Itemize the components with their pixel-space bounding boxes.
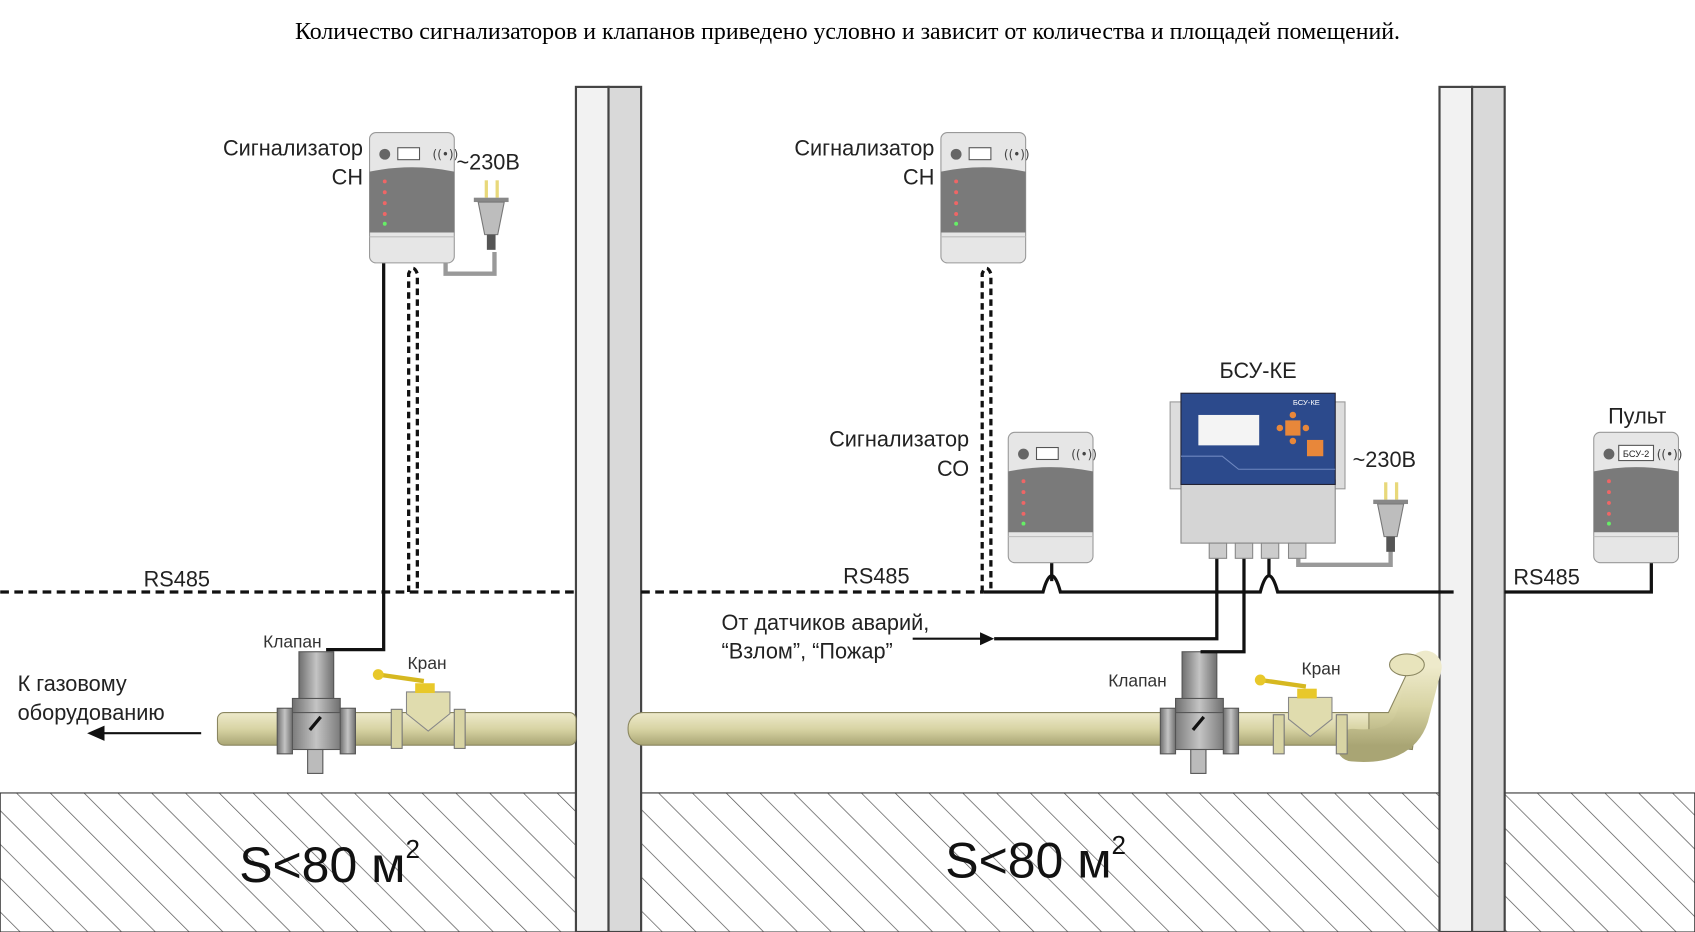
label-valve-left: Клапан <box>263 631 322 651</box>
label-alarm-2: “Взлом”, “Пожар” <box>721 638 892 663</box>
label-ch-right-2: СН <box>903 165 934 190</box>
bsu-ke-controller: БСУ-КЕ <box>1169 392 1346 559</box>
label-power-right: ~230В <box>1353 447 1416 472</box>
arrow-icon <box>980 632 995 646</box>
pipe-elbow <box>1336 650 1442 762</box>
room-area-left: S<80 м2 <box>239 834 420 893</box>
floor-room-left <box>0 792 577 932</box>
label-rs485-middle: RS485 <box>843 563 909 588</box>
diagram-title: Количество сигнализаторов и клапанов при… <box>295 19 1400 45</box>
gas-detector-co <box>1007 431 1098 564</box>
ball-valve-tap-left <box>372 669 466 749</box>
label-bsu: БСУ-КЕ <box>1220 358 1297 383</box>
label-tap-left: Кран <box>408 653 447 673</box>
wire-ch1-bus <box>407 266 419 593</box>
wire-alarm-input <box>994 548 1219 641</box>
label-ch-right-1: Сигнализатор <box>794 135 934 160</box>
wall-left <box>574 85 643 932</box>
power-plug-right <box>1372 481 1409 553</box>
gas-detector-ch-right <box>940 131 1031 264</box>
label-power-left: ~230В <box>456 149 519 174</box>
rs485-bus-right <box>1504 562 1653 594</box>
wall-right <box>1438 85 1506 932</box>
room-area-right: S<80 м2 <box>945 830 1126 889</box>
power-cable-right <box>1296 548 1393 568</box>
gas-detector-ch-left <box>369 131 459 264</box>
label-pult: Пульт <box>1608 404 1666 429</box>
wiring <box>0 260 1653 654</box>
label-alarm-1: От датчиков аварий, <box>721 610 929 635</box>
label-tap-right: Кран <box>1302 659 1341 679</box>
power-cable-left <box>443 252 497 276</box>
solenoid-valve-right <box>1159 651 1240 774</box>
label-co-1: Сигнализатор <box>829 426 969 451</box>
label-outlet-1: К газовому <box>18 671 127 696</box>
power-plug-left <box>473 179 510 251</box>
label-outlet-2: оборудованию <box>18 700 165 725</box>
pult-panel-label: БСУ-2 <box>1623 449 1649 459</box>
wire-ch1-valve <box>326 260 386 652</box>
label-co-2: СО <box>937 456 969 481</box>
pult-display <box>1618 444 1655 462</box>
rs485-bus-middle <box>983 574 1454 594</box>
label-ch-left-1: Сигнализатор <box>223 135 363 160</box>
solenoid-valve-left <box>276 651 356 774</box>
label-ch-left-2: СН <box>332 165 363 190</box>
label-valve-right: Клапан <box>1108 671 1167 691</box>
ball-valve-tap-right <box>1254 674 1348 755</box>
bsu-panel-label: БСУ-КЕ <box>1293 398 1320 407</box>
wire-bsu-valve <box>1200 548 1246 654</box>
label-rs485-right: RS485 <box>1513 564 1579 589</box>
label-rs485-left: RS485 <box>144 567 210 592</box>
arrow-left-icon <box>87 725 105 741</box>
wire-ch2-bus <box>980 266 993 593</box>
floor-room-far <box>1504 792 1695 932</box>
